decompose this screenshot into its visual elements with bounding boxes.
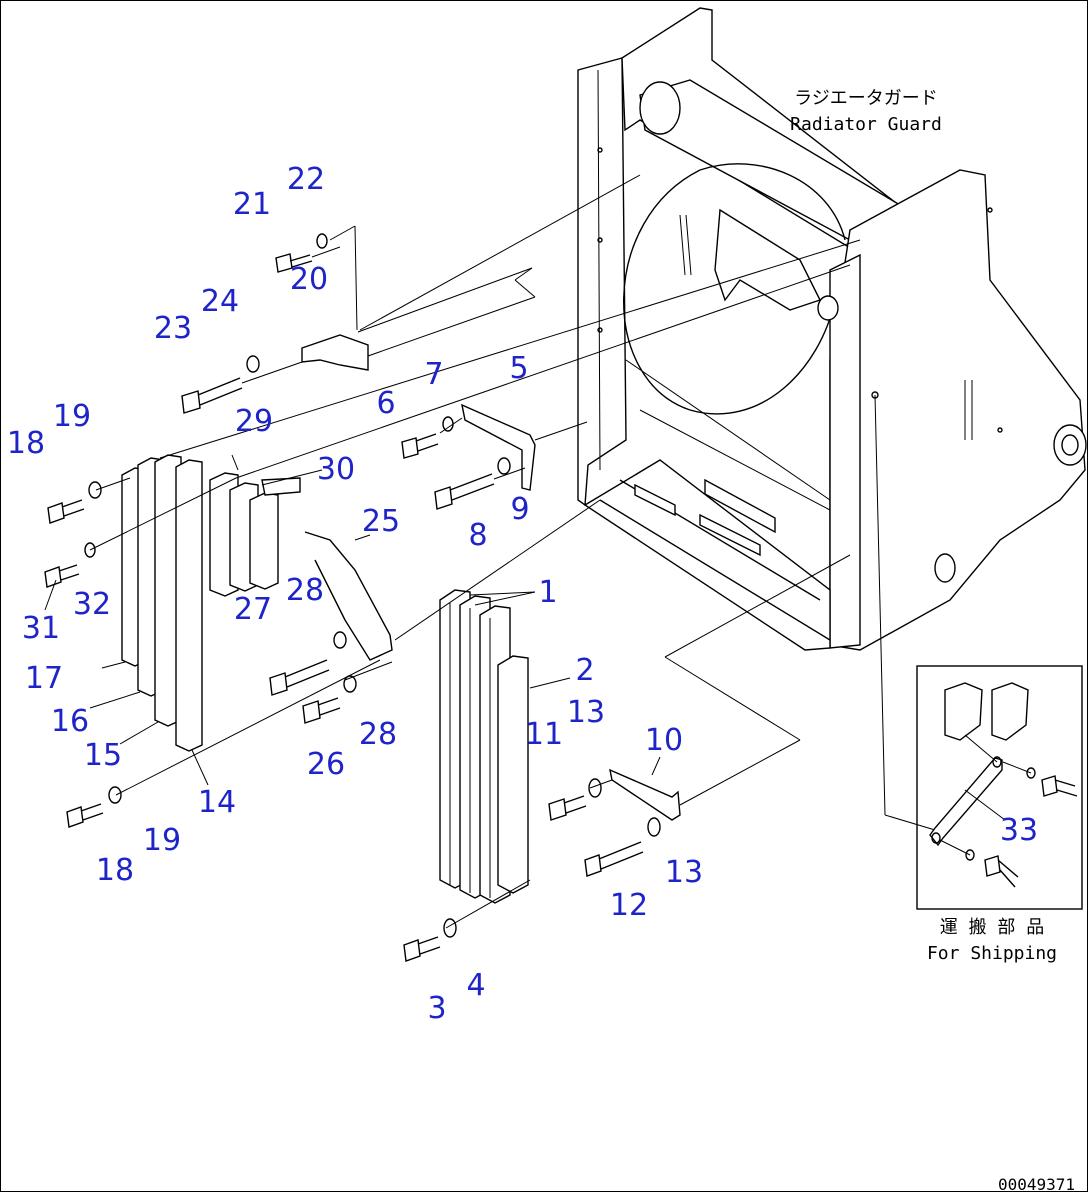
callout-1: 1: [538, 575, 557, 610]
callout-5: 5: [509, 351, 528, 386]
callout-12: 12: [610, 888, 648, 923]
fasteners: [44, 233, 661, 962]
title-japanese: ラジエータガード: [794, 88, 938, 109]
callout-4: 4: [466, 968, 485, 1003]
callout-11: 11: [525, 717, 563, 752]
bracket-5: [461, 403, 536, 491]
shipping-parts-inset: [916, 665, 1083, 910]
callout-21: 21: [233, 187, 271, 222]
shipping-label-english: For Shipping: [927, 943, 1057, 964]
guard-panel-right: [439, 589, 529, 904]
drawing-number: 00049371: [998, 1175, 1075, 1194]
callout-20: 20: [290, 262, 328, 297]
bracket-20: [301, 334, 369, 371]
callout-13-upper: 13: [567, 695, 605, 730]
callout-15: 15: [84, 738, 122, 773]
callout-33: 33: [1000, 813, 1038, 848]
leader-lines: [44, 174, 936, 929]
title-english: Radiator Guard: [790, 114, 942, 135]
callout-3: 3: [427, 991, 446, 1026]
callout-27: 27: [234, 592, 272, 627]
callout-8: 8: [468, 518, 487, 553]
radiator-frame: [577, 7, 1087, 651]
bracket-25: [304, 531, 393, 661]
callout-31: 31: [22, 611, 60, 646]
callout-19-top: 19: [53, 399, 91, 434]
callout-9: 9: [510, 492, 529, 527]
callout-25: 25: [362, 504, 400, 539]
callout-32: 32: [73, 587, 111, 622]
callout-14: 14: [198, 785, 236, 820]
callout-16: 16: [51, 704, 89, 739]
callout-22: 22: [287, 162, 325, 197]
callout-18-bottom: 18: [96, 853, 134, 888]
guard-panel-left: [121, 454, 203, 752]
callout-10: 10: [645, 723, 683, 758]
callout-24: 24: [201, 284, 239, 319]
callout-7: 7: [424, 357, 443, 392]
callout-26: 26: [307, 747, 345, 782]
callout-6: 6: [376, 386, 395, 421]
callout-30: 30: [317, 452, 355, 487]
callout-2: 2: [575, 653, 594, 688]
callout-19-bottom: 19: [143, 823, 181, 858]
guard-panel-middle: [209, 472, 301, 597]
callout-17: 17: [25, 661, 63, 696]
callout-29: 29: [235, 404, 273, 439]
callout-18-top: 18: [7, 426, 45, 461]
callout-28-upper: 28: [286, 573, 324, 608]
shipping-label-japanese: 運 搬 部 品: [940, 917, 1045, 938]
callout-13-lower: 13: [665, 855, 703, 890]
callouts: 1 2 3 4 5 6 7 8 9 10 11 12 13 13 14 15 1…: [7, 162, 1038, 1026]
bracket-10: [609, 768, 681, 821]
callout-23: 23: [154, 311, 192, 346]
callout-28-lower: 28: [359, 717, 397, 752]
